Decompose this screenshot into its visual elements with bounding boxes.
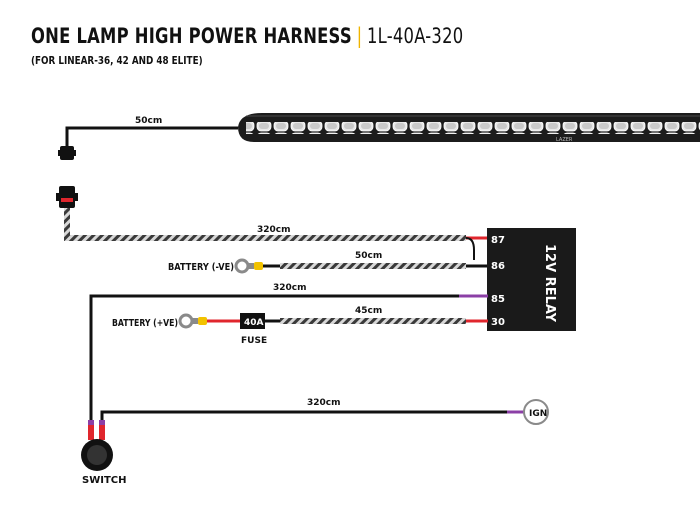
brand-mark: LAZER: [556, 137, 573, 143]
relay-label: 12V RELAY: [542, 244, 557, 323]
wire-length-lamp-feed: 320cm: [257, 225, 291, 235]
wire-length-ground-lead: 50cm: [355, 251, 382, 261]
relay: 12V RELAY 87 86 85 30: [487, 228, 576, 331]
title-block: ONE LAMP HIGH POWER HARNESS|1L-40A-320: [31, 24, 585, 48]
relay-pin-85: 85: [491, 294, 505, 305]
wire-length-fused-lead: 45cm: [355, 306, 382, 316]
title-separator: |: [356, 24, 363, 48]
lamp-feed-wire: 320cm: [64, 208, 488, 241]
switch-label: SWITCH: [82, 475, 126, 486]
ignition-terminal: IGN: [523, 399, 549, 425]
ground-wire: 50cm: [262, 237, 488, 269]
battery-positive-terminal: [178, 313, 207, 329]
lamp-connector: [58, 146, 76, 160]
page-title: ONE LAMP HIGH POWER HARNESS|1L-40A-320: [31, 24, 463, 48]
ignition-label: IGN: [529, 409, 547, 419]
wire-length-ignition-feed: 320cm: [307, 398, 341, 408]
lamp-lead-wire: 50cm: [65, 116, 238, 148]
harness-connector: [56, 186, 78, 208]
relay-pin-30: 30: [491, 317, 505, 328]
light-bar: LAZER: [238, 113, 700, 143]
product-code: 1L-40A-320: [367, 24, 464, 48]
wire-length-switch-feed: 320cm: [273, 283, 307, 293]
ignition-wire: 320cm: [100, 398, 524, 420]
page-subtitle: (FOR LINEAR-36, 42 AND 48 ELITE): [31, 54, 203, 67]
switch: [81, 420, 113, 471]
battery-positive-label: BATTERY (+VE): [112, 318, 178, 329]
harness-name: ONE LAMP HIGH POWER HARNESS: [31, 24, 352, 48]
wire-length-lamp-lead: 50cm: [135, 116, 162, 126]
fuse-rating: 40A: [244, 318, 264, 328]
relay-pin-87: 87: [491, 235, 505, 246]
battery-negative-terminal: [234, 258, 263, 274]
relay-pin-86: 86: [491, 261, 505, 272]
fuse-holder: 40A: [240, 313, 265, 329]
switch-feed-wire: 320cm: [89, 283, 488, 420]
fuse-label: FUSE: [241, 336, 267, 346]
battery-negative-label: BATTERY (-VE): [168, 262, 234, 273]
